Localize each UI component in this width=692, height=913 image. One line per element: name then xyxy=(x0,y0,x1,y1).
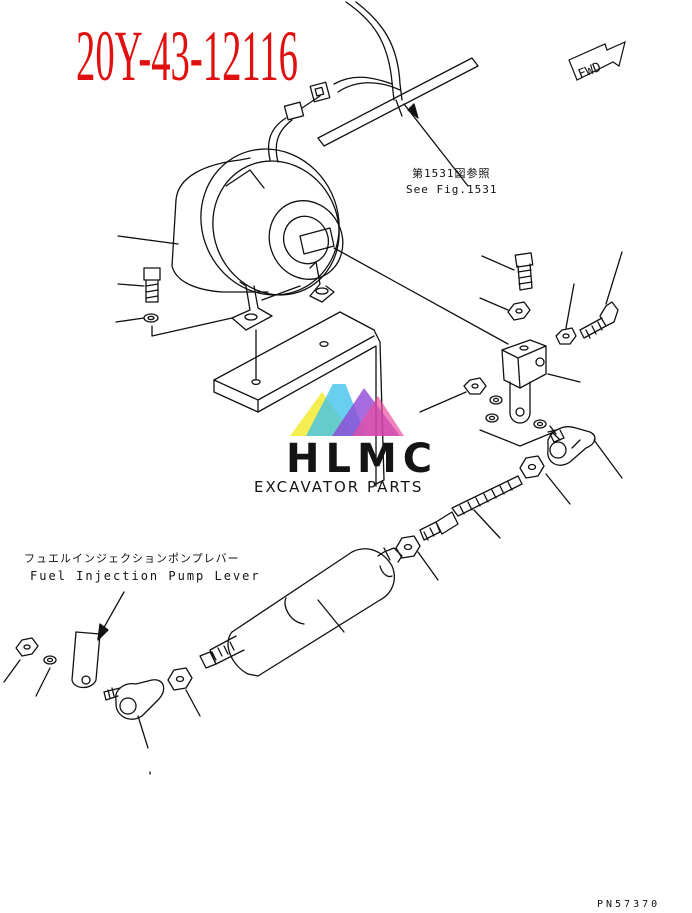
nut-mid xyxy=(395,535,439,581)
bolt-left xyxy=(143,267,161,323)
actuator-cylinder xyxy=(199,547,403,677)
nut-right xyxy=(519,455,571,505)
lever-label-japanese: フュエルインジェクションポンプレバー xyxy=(24,552,240,565)
watermark-logo-icon xyxy=(290,370,404,436)
ball-joint-left xyxy=(103,679,165,775)
drawing-code: PN57370 xyxy=(597,899,661,910)
motor-feet xyxy=(231,261,335,331)
threaded-rod xyxy=(419,475,523,541)
bolt-far-right xyxy=(555,251,623,345)
washers-nut-block xyxy=(419,377,555,447)
part-number-title: 20Y-43-12116 xyxy=(76,16,298,90)
fwd-arrow-icon: FWD xyxy=(568,40,626,83)
nut-left-mid xyxy=(167,667,201,717)
reference-english: See Fig.1531 xyxy=(406,183,498,196)
reference-japanese: 第1531図参照 xyxy=(412,167,491,180)
harness-bar xyxy=(317,57,479,187)
leader-motor xyxy=(117,235,179,245)
wire-harness xyxy=(267,1,403,163)
leader-bracket xyxy=(151,317,233,337)
leader-washer xyxy=(115,317,145,323)
leader-bolt xyxy=(117,283,145,287)
watermark-tagline: EXCAVATOR PARTS xyxy=(254,478,424,496)
pump-lever xyxy=(71,591,125,689)
bolt-right-top xyxy=(479,252,534,321)
lever-label-english: Fuel Injection Pump Lever xyxy=(30,569,261,583)
part-number-text: 20Y-43-12116 xyxy=(76,16,298,90)
watermark-brand: HLMC xyxy=(286,436,439,482)
washer-nut-far-left xyxy=(3,637,57,697)
connector-block xyxy=(501,339,581,424)
bracket xyxy=(213,311,385,487)
ball-joint-right xyxy=(547,425,623,479)
motor xyxy=(171,148,509,345)
